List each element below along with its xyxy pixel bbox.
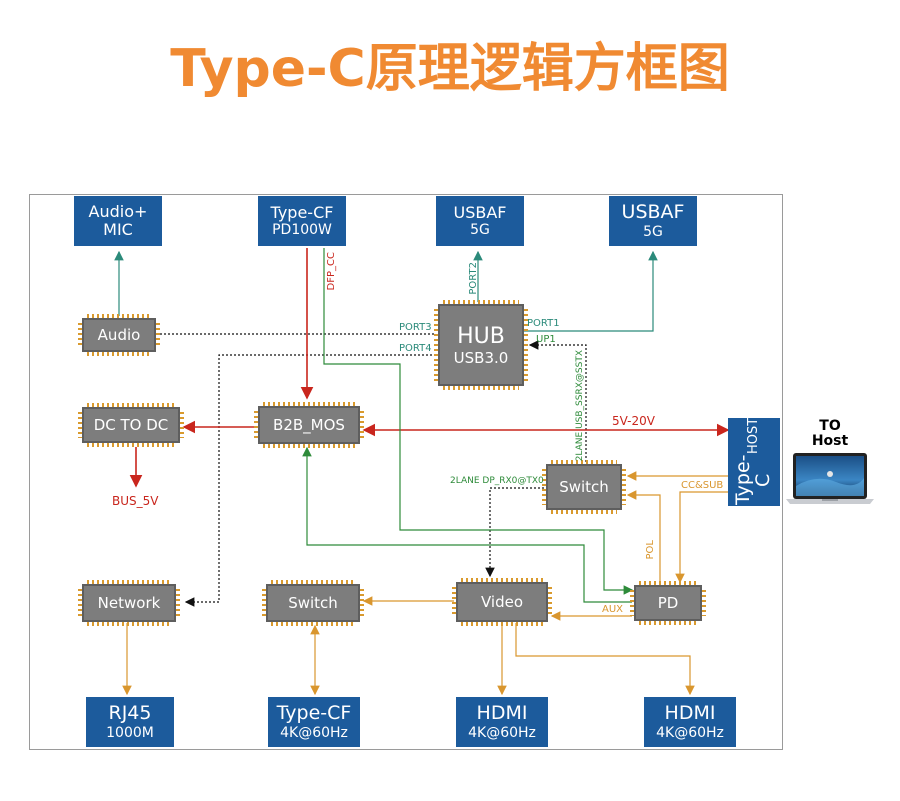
port1-label: PORT1 [527, 318, 560, 329]
usbaf-port-2-line2: 5G [643, 223, 663, 240]
dfp-cc-label: DFP_CC [326, 252, 337, 291]
audio-chip-label: Audio [97, 326, 141, 344]
typec-host-port-line2: HOST [746, 418, 762, 455]
bus-5v-label: BUS_5V [112, 494, 159, 508]
audio-mic-port: Audio+ MIC [74, 196, 162, 246]
typecf-pd-port: Type-CF PD100W [258, 196, 346, 246]
hub-chip-label: HUB [457, 323, 505, 349]
video-to-hdmi2-line [515, 623, 695, 696]
usbaf-port-1-line2: 5G [470, 222, 490, 239]
network-port4-line [184, 354, 436, 607]
to-host-line1: TO [819, 418, 841, 434]
diagram-frame [29, 194, 783, 750]
video-chip-label: Video [480, 593, 524, 611]
dp-lane-label: 2LANE DP_RX0@TX0 [450, 476, 544, 486]
usbaf-port-2-line1: USBAF [621, 201, 685, 224]
video-chip: Video [452, 578, 552, 626]
dcdc-chip: DC TO DC [78, 403, 184, 447]
usbaf-port-2: USBAF 5G [609, 196, 697, 246]
hdmi-port-2-line1: HDMI [664, 702, 716, 725]
typecf-video-port: Type-CF 4K@60Hz [268, 697, 360, 747]
pol-line [626, 490, 661, 582]
port4-label: PORT4 [399, 343, 432, 354]
hdmi-port-2: HDMI 4K@60Hz [644, 697, 736, 747]
switch-dp-line [485, 487, 544, 578]
port3-label: PORT3 [399, 322, 432, 333]
typecf-pd-port-line1: Type-CF [270, 202, 334, 222]
cc-sub-line [675, 491, 728, 584]
rj45-port: RJ45 1000M [86, 697, 174, 747]
typecf-pd-port-line2: PD100W [272, 222, 332, 239]
hdmi-port-2-line2: 4K@60Hz [656, 724, 724, 741]
typecf-video-port-line2: 4K@60Hz [280, 724, 348, 741]
b2b-mos-chip-label: B2B_MOS [273, 416, 345, 434]
to-host-label: TO Host [802, 418, 858, 450]
hdmi-port-1-line2: 4K@60Hz [468, 724, 536, 741]
page-title: Type-C原理逻辑方框图 [170, 39, 730, 99]
voltage-label: 5V-20V [612, 414, 655, 428]
hub-chip-sublabel: USB3.0 [453, 348, 509, 367]
pol-label: POL [645, 540, 656, 560]
usbaf-port-1-line1: USBAF [453, 202, 507, 222]
port2-label: PORT2 [468, 262, 479, 295]
usbaf-port-1: USBAF 5G [436, 196, 524, 246]
audio-mic-port-line2: MIC [103, 220, 133, 239]
hub-chip: HUB USB3.0 [434, 300, 528, 390]
to-host-line2: Host [811, 433, 849, 450]
typec-host-port: Type-C HOST [728, 418, 780, 506]
video-switch-chip: Switch [262, 580, 364, 626]
cc-sub-label: CC&SUB [681, 480, 724, 491]
switch-up1-line [528, 340, 587, 462]
rj45-port-line1: RJ45 [108, 702, 152, 725]
usb-switch-chip-label: Switch [559, 478, 609, 496]
b2b-mos-chip: B2B_MOS [254, 402, 364, 448]
hub-port1-line [524, 250, 658, 332]
usb-switch-chip: Switch [542, 460, 626, 514]
ss-lane-label: 2LANE USB_SSRX@SSTX [575, 350, 585, 462]
pd-to-b2b-line [302, 446, 632, 603]
pd-chip: PD [630, 581, 706, 625]
network-chip: Network [78, 580, 180, 626]
dcdc-chip-label: DC TO DC [93, 416, 169, 434]
network-chip-label: Network [97, 594, 161, 612]
typec-host-port-line1: Type-C [732, 454, 774, 506]
typecf-video-port-line1: Type-CF [276, 702, 352, 725]
audio-chip: Audio [78, 314, 160, 356]
laptop-icon [786, 453, 874, 504]
up1-label: UP1 [536, 334, 556, 345]
hdmi-port-1: HDMI 4K@60Hz [456, 697, 548, 747]
aux-label: AUX [602, 604, 624, 615]
rj45-port-line2: 1000M [106, 724, 154, 741]
pd-chip-label: PD [657, 594, 679, 612]
hdmi-port-1-line1: HDMI [476, 702, 528, 725]
video-switch-chip-label: Switch [288, 594, 338, 612]
dfp-cc-line [323, 248, 634, 595]
audio-mic-port-line1: Audio+ [88, 201, 148, 221]
